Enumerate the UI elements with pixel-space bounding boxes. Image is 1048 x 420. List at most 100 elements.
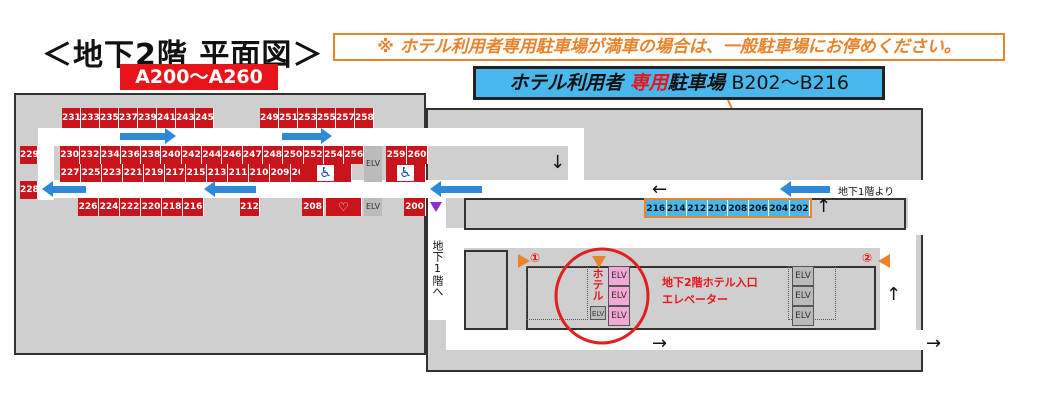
parking-space[interactable]: 260 [407,146,428,164]
parking-space[interactable]: 252 [303,146,324,164]
parking-space[interactable]: 248 [262,146,284,164]
parking-space[interactable]: 219 [144,164,165,182]
up-arrow-icon: ↑ [816,196,832,217]
hotel-parking-space[interactable]: 210 [707,200,728,216]
parking-space[interactable]: 234 [100,146,121,164]
hotel-parking-space[interactable]: 206 [748,200,769,216]
parking-space[interactable]: 239 [138,108,157,128]
parking-space[interactable]: 210 [249,164,270,182]
parking-space[interactable]: 251 [279,108,298,128]
parking-space[interactable]: 254 [323,146,345,164]
hotel-parking-space[interactable]: 204 [769,200,790,216]
parking-space[interactable]: 247 [242,146,263,164]
parking-space[interactable]: 218 [162,198,183,216]
parking-space[interactable]: 223 [102,164,123,182]
flow-arrow-left-icon [42,181,86,197]
spaces-top-right: 249 251 253 255 257 258 [260,108,374,128]
parking-space[interactable]: 233 [81,108,100,128]
parking-space[interactable]: 224 [99,198,120,216]
accessible-icon: ♿ [317,165,334,181]
corridor-top-right [568,128,584,198]
corridor-east-ramp [908,195,926,235]
accessible-space[interactable]: ♿ [300,164,352,182]
parking-space[interactable]: 237 [119,108,138,128]
parking-space[interactable]: 230 [60,146,81,164]
hotel-parking-space[interactable]: 202 [789,200,810,216]
parking-space[interactable]: 229 [20,146,39,164]
parking-space[interactable]: 220 [141,198,162,216]
east-elevators: ELV ELV ELV [792,266,814,326]
island-small [464,250,508,330]
general-parking-range: A200〜A260 [120,64,278,90]
parking-space[interactable]: 258 [355,108,374,128]
parking-space[interactable]: 221 [123,164,144,182]
parking-space[interactable]: 211 [228,164,249,182]
parking-space[interactable]: 236 [120,146,142,164]
parking-space[interactable]: 240 [161,146,182,164]
parking-space[interactable]: 227 [60,164,81,182]
parking-space[interactable]: 253 [298,108,317,128]
hotel-lobby-west [526,266,588,320]
hotel-elevators: ELV ELV ELV [608,266,630,326]
parking-space[interactable]: 215 [186,164,207,182]
parking-space[interactable]: 217 [165,164,186,182]
accessible-space-2[interactable]: ♿ [386,164,426,182]
parking-space[interactable]: 209 [270,164,291,182]
hotel-parking-label: ホテル利用者 専用駐車場 B202〜B216 [473,66,885,100]
parking-space[interactable]: 228 [20,181,39,199]
corridor-lower-right [880,228,916,348]
hotel-spaces-row: 216 214 212 210 208 206 204 202 [644,198,812,218]
parking-space[interactable]: 249 [260,108,279,128]
hotel-parking-space[interactable]: 212 [687,200,708,216]
accessible-icon: ♿ [397,165,414,181]
east-elevator: ELV [792,286,814,306]
parking-space[interactable]: 242 [181,146,203,164]
hotel-parking-suffix: 駐車場 [667,72,732,94]
parking-space[interactable]: 225 [81,164,102,182]
corridor-lower-left [446,228,464,348]
parking-space[interactable]: 243 [176,108,195,128]
heart-icon: ♡ [338,200,349,214]
entrance-marker-icon [592,256,606,268]
hotel-elevator: ELV [608,266,630,286]
hotel-parking-prefix: ホテル利用者 [509,72,630,94]
parking-space[interactable]: 235 [100,108,119,128]
hotel-entrance-highlight-circle [554,247,650,345]
parking-space[interactable]: 232 [80,146,101,164]
east-elevator: ELV [792,266,814,286]
entrance-2-label: ② [862,251,873,265]
parking-space[interactable]: 246 [222,146,243,164]
parking-space[interactable]: 256 [344,146,365,164]
parking-space[interactable]: 200 [404,198,426,216]
flow-arrow-left-icon [430,181,482,197]
parking-space[interactable]: 222 [120,198,141,216]
parking-space[interactable]: 244 [202,146,223,164]
spaces-bottom-left: 226 224 222 220 218 216 [78,198,204,216]
parking-space[interactable]: 231 [62,108,81,128]
corridor-lower-top [446,228,916,248]
corridor-entry [820,180,923,198]
parking-space[interactable]: 259 [386,146,407,164]
flow-arrow-left-icon [780,181,830,197]
parking-space[interactable]: 213 [207,164,228,182]
heart-space[interactable]: ♡ [326,198,362,216]
hotel-parking-space[interactable]: 214 [666,200,687,216]
corridor-west-down [428,190,446,320]
hotel-elevator: ELV [608,286,630,306]
parking-space[interactable]: 216 [183,198,204,216]
parking-space[interactable]: 226 [78,198,99,216]
hotel-entrance-line2: エレベーター [662,293,728,306]
parking-space[interactable]: 257 [336,108,355,128]
corridor-lower-bottom [446,330,946,350]
parking-space[interactable]: 241 [157,108,176,128]
flow-arrow-left-icon [204,181,256,197]
hotel-parking-space[interactable]: 208 [728,200,749,216]
parking-space[interactable]: 212 [240,198,260,216]
up-arrow-icon: ↑ [886,284,902,305]
parking-space[interactable]: 255 [317,108,336,128]
hotel-parking-space[interactable]: 216 [646,200,667,216]
parking-space[interactable]: 245 [195,108,214,128]
parking-space[interactable]: 238 [141,146,162,164]
parking-space[interactable]: 208 [302,198,324,216]
parking-space[interactable]: 250 [283,146,304,164]
